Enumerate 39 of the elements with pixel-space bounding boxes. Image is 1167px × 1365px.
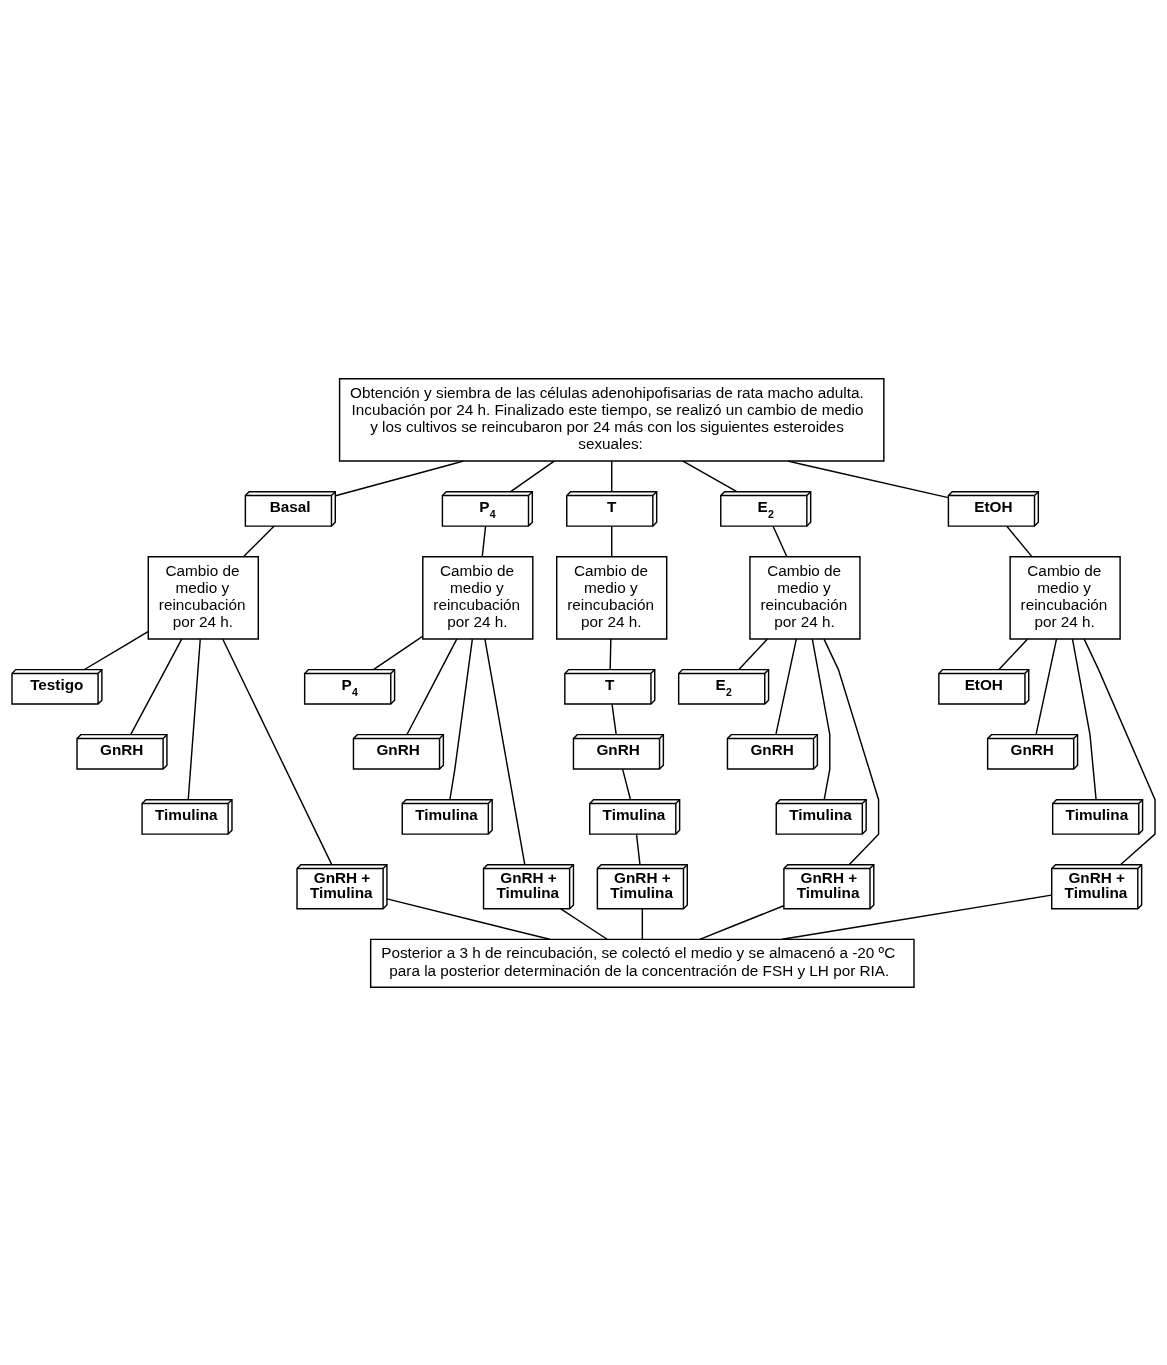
node-box: Cambio de medio y reincubación por 24 h. — [749, 555, 861, 640]
connector — [481, 525, 487, 557]
node-box: Cambio de medio y reincubación por 24 h. — [422, 555, 534, 640]
connector — [334, 459, 464, 496]
connector — [510, 459, 555, 492]
connector — [772, 525, 788, 557]
node-box: Posterior a 3 h de reincubación, se colectó el medio y se almacenó a -20 ºC para la posterior determinación de la concentración de FSH y LH por RIA. — [369, 938, 915, 988]
node-box: Cambio de medio y reincubación por 24 h. — [556, 555, 668, 640]
connector — [1006, 525, 1033, 557]
connector — [484, 637, 526, 865]
connector — [1035, 637, 1058, 735]
node-box: Obtención y siembra de las células adenohipofisarias de rata macho adulta. Incubación por 24 h. Finalizado este tiempo, se realizó un cambio de medio y los cultivos se reincubaron por 24 más con los siguientes esteroides sexuales: — [338, 377, 885, 462]
connector — [641, 907, 644, 940]
connector — [243, 525, 275, 557]
connector — [635, 833, 641, 865]
connector — [1083, 637, 1156, 865]
connector — [130, 637, 183, 735]
connector — [609, 637, 612, 670]
connector — [611, 703, 617, 735]
node-box: Cambio de medio y reincubación por 24 h. — [1009, 555, 1121, 640]
connector — [823, 637, 880, 865]
node-box: Cambio de medio y reincubación por 24 h. — [147, 555, 259, 640]
connector — [682, 459, 738, 492]
connector — [187, 637, 201, 800]
connector — [83, 630, 149, 670]
connector — [621, 768, 632, 800]
connector — [781, 893, 1053, 940]
connector — [611, 459, 613, 492]
connector — [560, 907, 608, 940]
connector — [998, 637, 1029, 670]
connector — [373, 635, 424, 670]
connector — [406, 637, 458, 735]
connector — [738, 637, 769, 670]
connector — [386, 897, 551, 940]
connector — [222, 637, 333, 865]
connector — [449, 637, 474, 800]
connector — [699, 904, 785, 940]
connector — [775, 637, 798, 735]
connector — [611, 525, 613, 557]
